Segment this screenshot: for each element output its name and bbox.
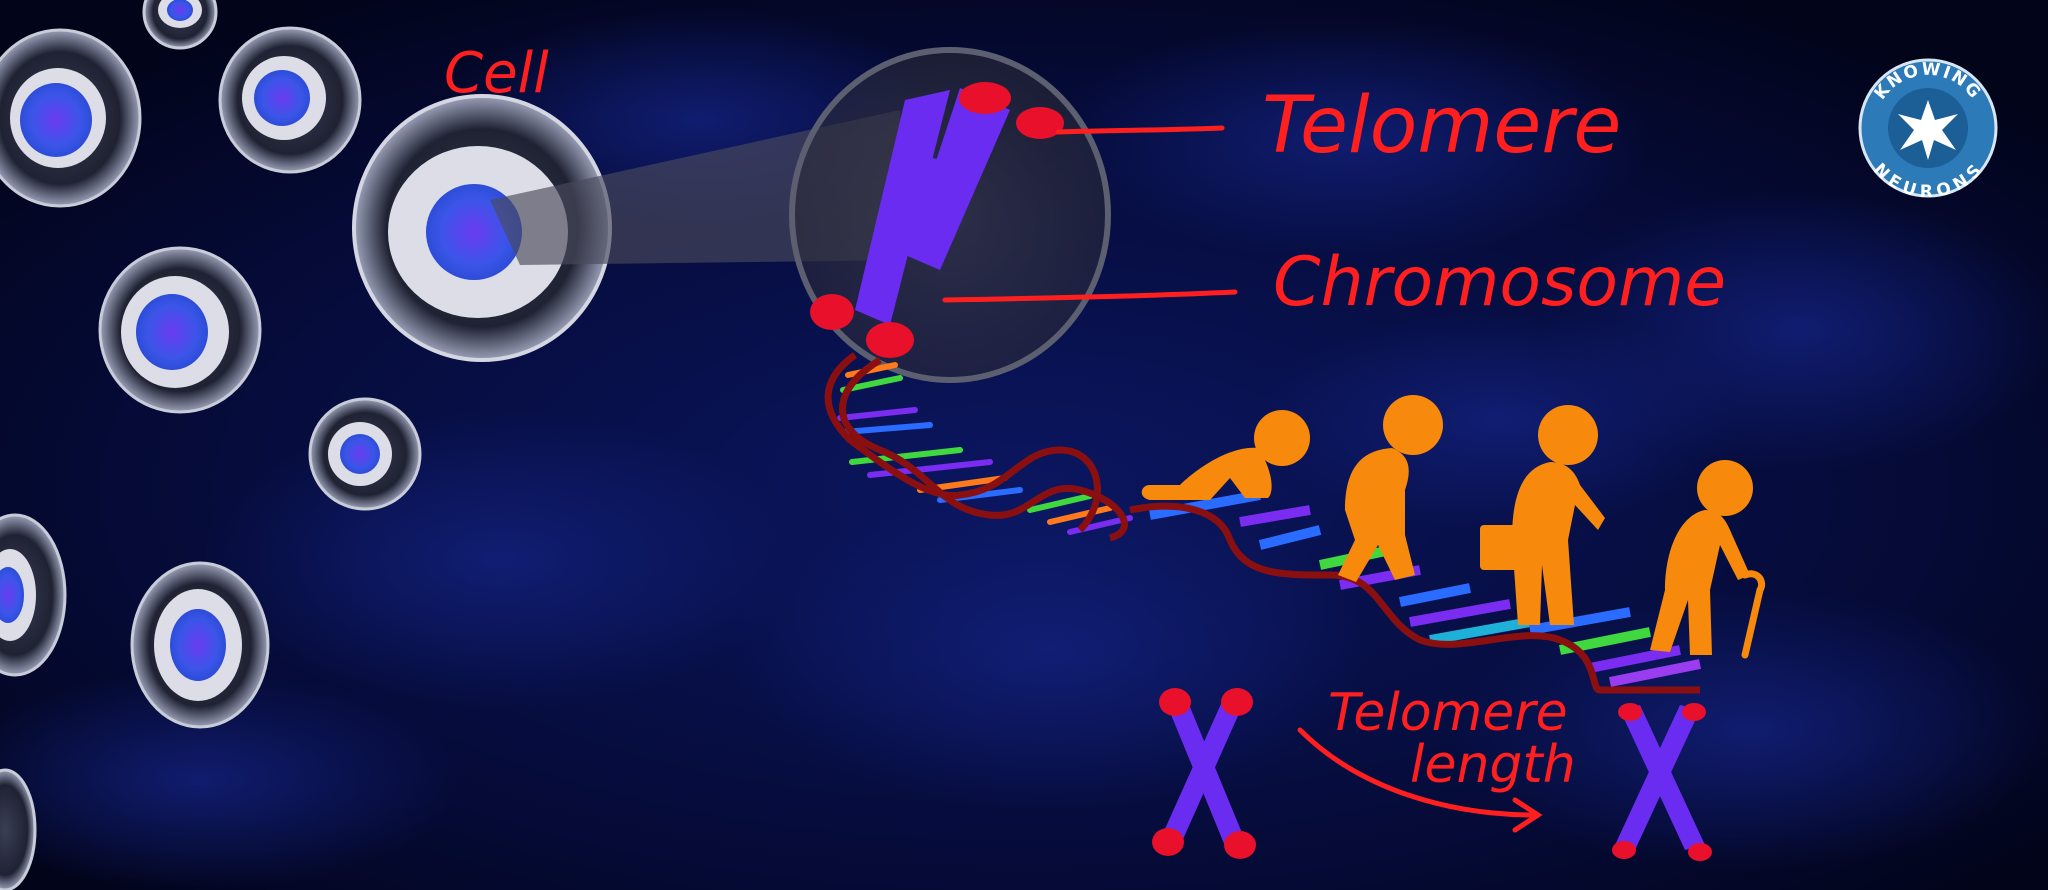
- cell-icon: [142, 0, 218, 50]
- cell-icon: [352, 94, 612, 362]
- cell-icon: [308, 397, 422, 511]
- cell-icon: [0, 28, 142, 208]
- cell-icon: [0, 768, 37, 890]
- annotation-lines: [942, 125, 1543, 833]
- chromosome-icon: [1612, 703, 1712, 861]
- baby-icon: [1141, 410, 1310, 500]
- chromosome-icon: [810, 82, 1064, 358]
- adult-icon: [1480, 405, 1605, 625]
- child-icon: [1338, 395, 1443, 582]
- cell-icon: [130, 561, 270, 729]
- dna-helix-icon: [824, 352, 1133, 542]
- cell-icon: [98, 246, 262, 414]
- telomere-staircase: [1129, 490, 1701, 694]
- telomere-length-label-line1: Telomere: [1328, 683, 1568, 743]
- chromosome-icon: [1152, 688, 1256, 859]
- telomere-length-label-line2: length: [1410, 735, 1576, 795]
- cell-cluster: [0, 0, 612, 890]
- cell-icon: [218, 26, 362, 174]
- cell-icon: [0, 513, 67, 677]
- telomere-label: Telomere: [1262, 81, 1621, 171]
- logo-icon: KNOWING NEURONS: [1858, 58, 1998, 202]
- elder-icon: [1650, 460, 1766, 659]
- chromosome-label: Chromosome: [1273, 243, 1726, 322]
- cell-label: Cell: [444, 41, 549, 106]
